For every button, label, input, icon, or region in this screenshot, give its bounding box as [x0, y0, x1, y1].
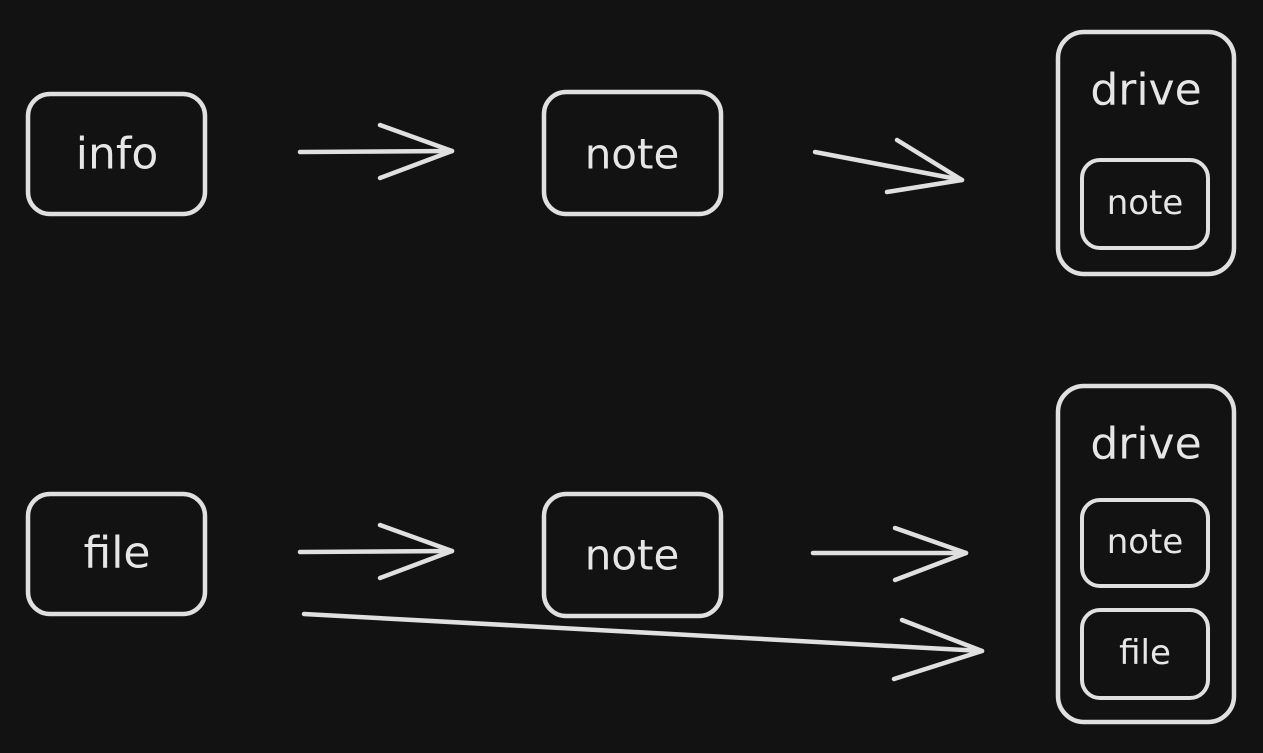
- node-note-top-label: note: [585, 130, 680, 179]
- container-drive-bottom[interactable]: drive note file: [1055, 383, 1237, 725]
- arrow-note-to-drive-top: [812, 137, 965, 195]
- container-drive-top-label: drive: [1090, 65, 1201, 116]
- contained-file-bottom-box: [1080, 608, 1210, 700]
- arrow-file-to-drive: [301, 611, 985, 682]
- contained-file-bottom[interactable]: file: [1080, 608, 1210, 700]
- contained-file-bottom-label: file: [1119, 633, 1171, 673]
- arrow-note-to-drive-bottom: [810, 525, 969, 583]
- node-info[interactable]: info: [25, 91, 208, 217]
- contained-note-top-box: [1080, 158, 1210, 250]
- node-file-box: [25, 491, 208, 617]
- arrow-file-to-note: [297, 522, 455, 581]
- contained-note-bottom-label: note: [1107, 522, 1184, 562]
- node-note-top[interactable]: note: [541, 89, 724, 217]
- contained-note-top[interactable]: note: [1080, 158, 1210, 250]
- node-note-bottom-label: note: [585, 531, 680, 580]
- bottom-flow: file note drive note: [25, 383, 1237, 725]
- container-drive-bottom-label: drive: [1090, 419, 1201, 470]
- container-drive-top-box: [1055, 29, 1237, 277]
- container-drive-top[interactable]: drive note: [1055, 29, 1237, 277]
- node-info-box: [25, 91, 208, 217]
- node-file[interactable]: file: [25, 491, 208, 617]
- contained-note-bottom-box: [1080, 498, 1210, 588]
- arrow-info-to-note: [297, 122, 455, 181]
- contained-note-bottom[interactable]: note: [1080, 498, 1210, 588]
- node-file-label: file: [83, 528, 150, 579]
- container-drive-bottom-box: [1055, 383, 1237, 725]
- node-note-top-box: [541, 89, 724, 217]
- top-flow: info note drive note: [25, 29, 1237, 277]
- node-note-bottom-box: [541, 491, 724, 619]
- node-note-bottom[interactable]: note: [541, 491, 724, 619]
- node-info-label: info: [76, 129, 159, 180]
- contained-note-top-label: note: [1107, 183, 1184, 223]
